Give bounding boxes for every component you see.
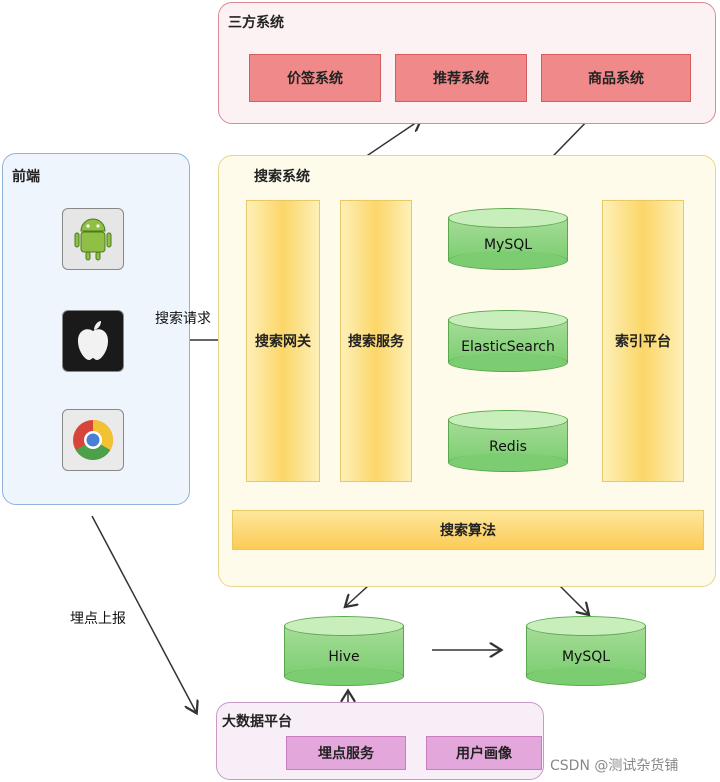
product-system-box: 商品系统: [541, 54, 691, 102]
bigdata-platform-title: 大数据平台: [222, 714, 292, 730]
apple-icon: [62, 310, 124, 372]
chrome-icon: [62, 409, 124, 471]
search-algorithm-bar: 搜索算法: [232, 510, 704, 550]
bigdata-mysql-cylinder: MySQL: [526, 616, 646, 686]
hive-cylinder: Hive: [284, 616, 404, 686]
redis-label: Redis: [489, 439, 527, 455]
tracking-service-box: 埋点服务: [286, 736, 406, 770]
hive-label: Hive: [328, 649, 360, 665]
redis-cylinder: Redis: [448, 410, 568, 472]
frontend-title: 前端: [12, 169, 40, 185]
elasticsearch-label: ElasticSearch: [461, 339, 555, 355]
search-request-label: 搜索请求: [155, 311, 211, 327]
tracking-report-label: 埋点上报: [70, 611, 126, 627]
index-platform-column: 索引平台: [602, 200, 684, 482]
arrow-frontend-to-bigdata: [91, 515, 196, 712]
csdn-watermark: CSDN @测试杂货铺: [550, 758, 679, 774]
mysql-label: MySQL: [483, 237, 533, 253]
android-icon: [62, 208, 124, 270]
user-profile-box: 用户画像: [426, 736, 542, 770]
search-service-column: 搜索服务: [340, 200, 412, 482]
mysql-cylinder: MySQL: [448, 208, 568, 270]
bigdata-mysql-label: MySQL: [561, 649, 611, 665]
price-tag-system-box: 价签系统: [249, 54, 381, 102]
elasticsearch-cylinder: ElasticSearch: [448, 310, 568, 372]
search-gateway-column: 搜索网关: [246, 200, 320, 482]
recommendation-system-box: 推荐系统: [395, 54, 527, 102]
search-system-title: 搜索系统: [254, 169, 310, 185]
third-party-title: 三方系统: [228, 15, 284, 31]
